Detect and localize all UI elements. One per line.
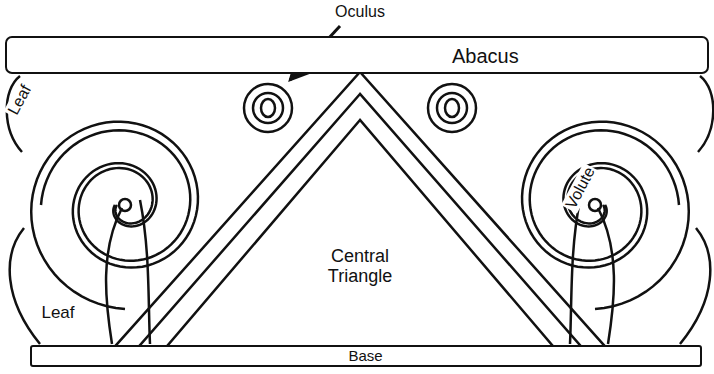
abacus-band: Abacus xyxy=(5,36,709,74)
triangle-edge xyxy=(134,94,586,352)
base-band: Base xyxy=(30,345,702,367)
volute-spiral xyxy=(41,130,190,261)
part-name: Base xyxy=(348,348,382,365)
triangle-outline xyxy=(110,72,610,352)
central-triangle: Central Triangle xyxy=(110,72,610,352)
triangle-edge xyxy=(110,72,610,352)
leaf-outline xyxy=(10,228,40,344)
part-name: Central Triangle xyxy=(300,247,420,287)
part-label: Volute xyxy=(561,162,599,213)
volute-spiral xyxy=(530,130,679,261)
oculus-right xyxy=(428,84,476,132)
volute-eye xyxy=(589,199,601,211)
oculus-left xyxy=(244,84,292,132)
volute-stem xyxy=(106,208,122,344)
part-label: Leaf xyxy=(4,80,36,119)
volute-eye xyxy=(119,199,131,211)
part-name: Abacus xyxy=(452,45,519,67)
leaf-outline xyxy=(698,76,713,152)
part-label: Leaf xyxy=(39,304,76,323)
triangle-edge xyxy=(162,120,558,352)
part-label: Oculus xyxy=(333,3,387,21)
volute-right xyxy=(522,76,713,344)
volute-left xyxy=(7,76,198,344)
volute-stem xyxy=(598,208,614,344)
leaf-outline xyxy=(680,228,710,344)
